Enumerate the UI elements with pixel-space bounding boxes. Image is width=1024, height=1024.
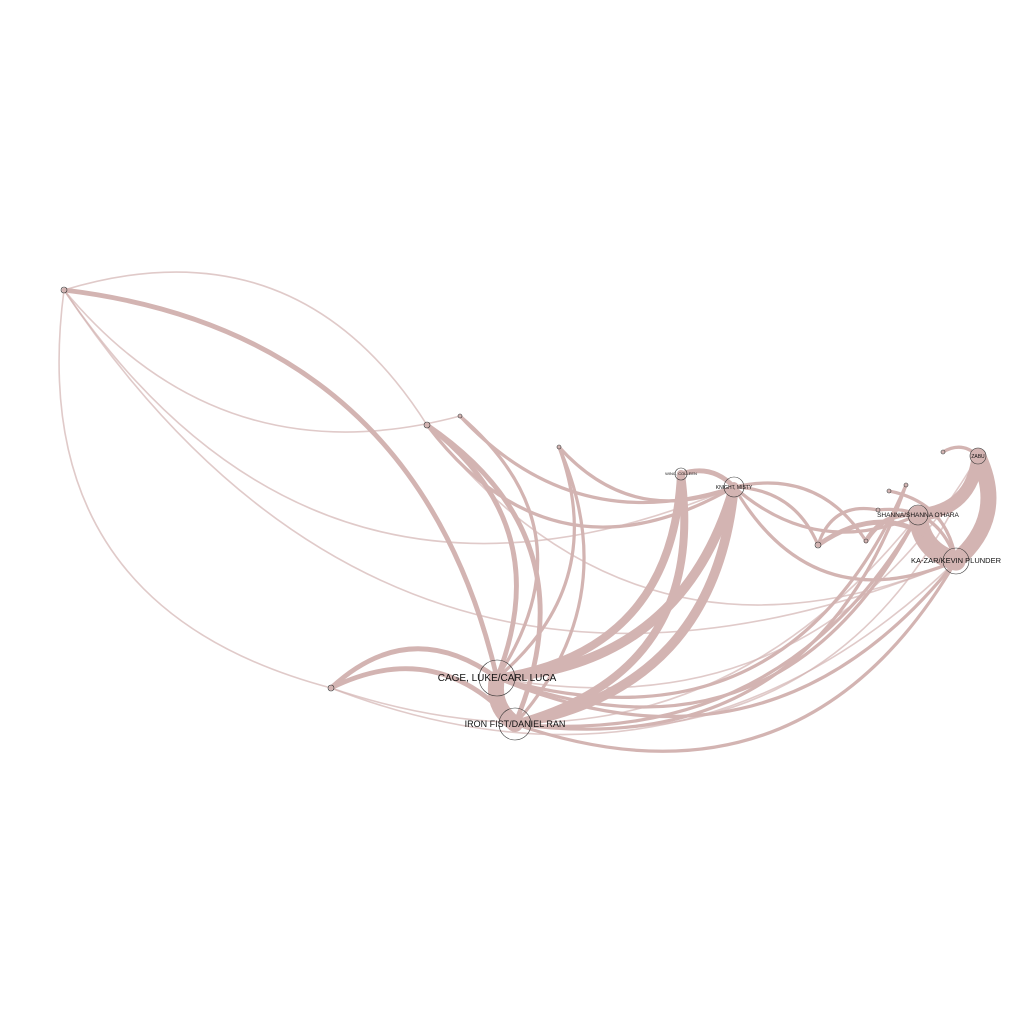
edge-kazar-zabu: [948, 448, 997, 569]
edge-cage-minor_b: [458, 414, 540, 680]
edge-minor_c-knight: [557, 445, 736, 503]
edge-minor_far-minor_d: [58, 289, 332, 689]
edge-minor_a-minor_far: [63, 271, 428, 426]
node-label-shanna: SHANNA/SHANNA O'HARA: [877, 512, 959, 519]
edge-knight-shanna: [732, 485, 920, 534]
node-zabu[interactable]: [969, 447, 987, 465]
edge-minor_i-minor_e: [816, 506, 880, 547]
edge-knight-kazar: [732, 485, 958, 582]
node-minor_f[interactable]: [863, 538, 869, 544]
edge-ironfist-colleen: [511, 470, 689, 728]
node-minor_far[interactable]: [60, 286, 68, 294]
node-colleen[interactable]: [674, 467, 688, 481]
node-ironfist[interactable]: [498, 707, 532, 741]
edge-shanna-zabu: [911, 449, 985, 522]
node-label-zabu: ZABU: [971, 454, 985, 460]
node-minor_i[interactable]: [875, 507, 881, 513]
node-label-colleen: WING, COLLEEN: [665, 471, 697, 476]
edge-minor_a-kazar: [426, 424, 957, 606]
edge-knight-colleen: [678, 468, 737, 490]
node-layer: [60, 286, 987, 741]
node-minor_e[interactable]: [814, 541, 822, 549]
edge-cage-zabu: [496, 455, 979, 689]
edge-cage-kazar: [495, 559, 958, 719]
node-shanna[interactable]: [907, 504, 929, 526]
edge-minor_f-knight: [732, 481, 868, 543]
label-layer: CAGE, LUKE/CARL LUCA IRON FIST/DANIEL RAN…: [438, 454, 1002, 729]
edge-ironfist-kazar: [513, 559, 958, 753]
edge-minor_e-knight: [732, 485, 820, 547]
node-minor_a[interactable]: [423, 421, 431, 429]
edge-cage-minor_j: [495, 483, 908, 699]
node-label-knight: KNIGHT, MISTY: [716, 485, 753, 491]
edge-ironfist-minor_a: [424, 422, 543, 727]
edge-cage-minor_a: [424, 422, 519, 681]
node-cage[interactable]: [478, 659, 516, 697]
edge-zabu-minor_h: [941, 445, 980, 458]
edge-cage-shanna: [495, 513, 920, 709]
edge-cage-minor_c: [495, 445, 576, 680]
edge-minor_far-minor_b: [63, 289, 461, 433]
edge-minor_d-shanna: [330, 514, 919, 724]
edge-minor_far-knight: [63, 289, 735, 545]
edge-cage-minor_far: [61, 287, 500, 681]
node-minor_c[interactable]: [556, 444, 562, 450]
edge-layer: [58, 271, 997, 753]
edge-kazar-minor_i: [876, 507, 958, 563]
node-minor_g[interactable]: [886, 488, 892, 494]
node-knight[interactable]: [723, 476, 745, 498]
node-minor_j[interactable]: [903, 482, 909, 488]
edge-ironfist-knight: [510, 482, 739, 729]
edge-ironfist-shanna: [513, 513, 920, 728]
edge-ironfist-minor_j: [513, 483, 908, 731]
edge-minor_d-kazar: [330, 560, 957, 736]
node-minor_b[interactable]: [457, 413, 463, 419]
node-minor_d[interactable]: [327, 684, 335, 692]
edge-ironfist-minor_d: [328, 666, 518, 727]
node-label-cage: CAGE, LUKE/CARL LUCA: [438, 673, 557, 684]
node-minor_h[interactable]: [940, 449, 946, 455]
edge-cage-minor_d: [328, 646, 500, 691]
node-label-kazar: KA-ZAR/KEVIN PLUNDER: [911, 556, 1002, 565]
edge-cage-knight: [492, 482, 739, 683]
edge-minor_far-kazar: [63, 289, 957, 635]
edge-cage-colleen: [493, 470, 685, 682]
node-label-ironfist: IRON FIST/DANIEL RAN: [465, 719, 566, 729]
node-kazar[interactable]: [942, 547, 970, 575]
